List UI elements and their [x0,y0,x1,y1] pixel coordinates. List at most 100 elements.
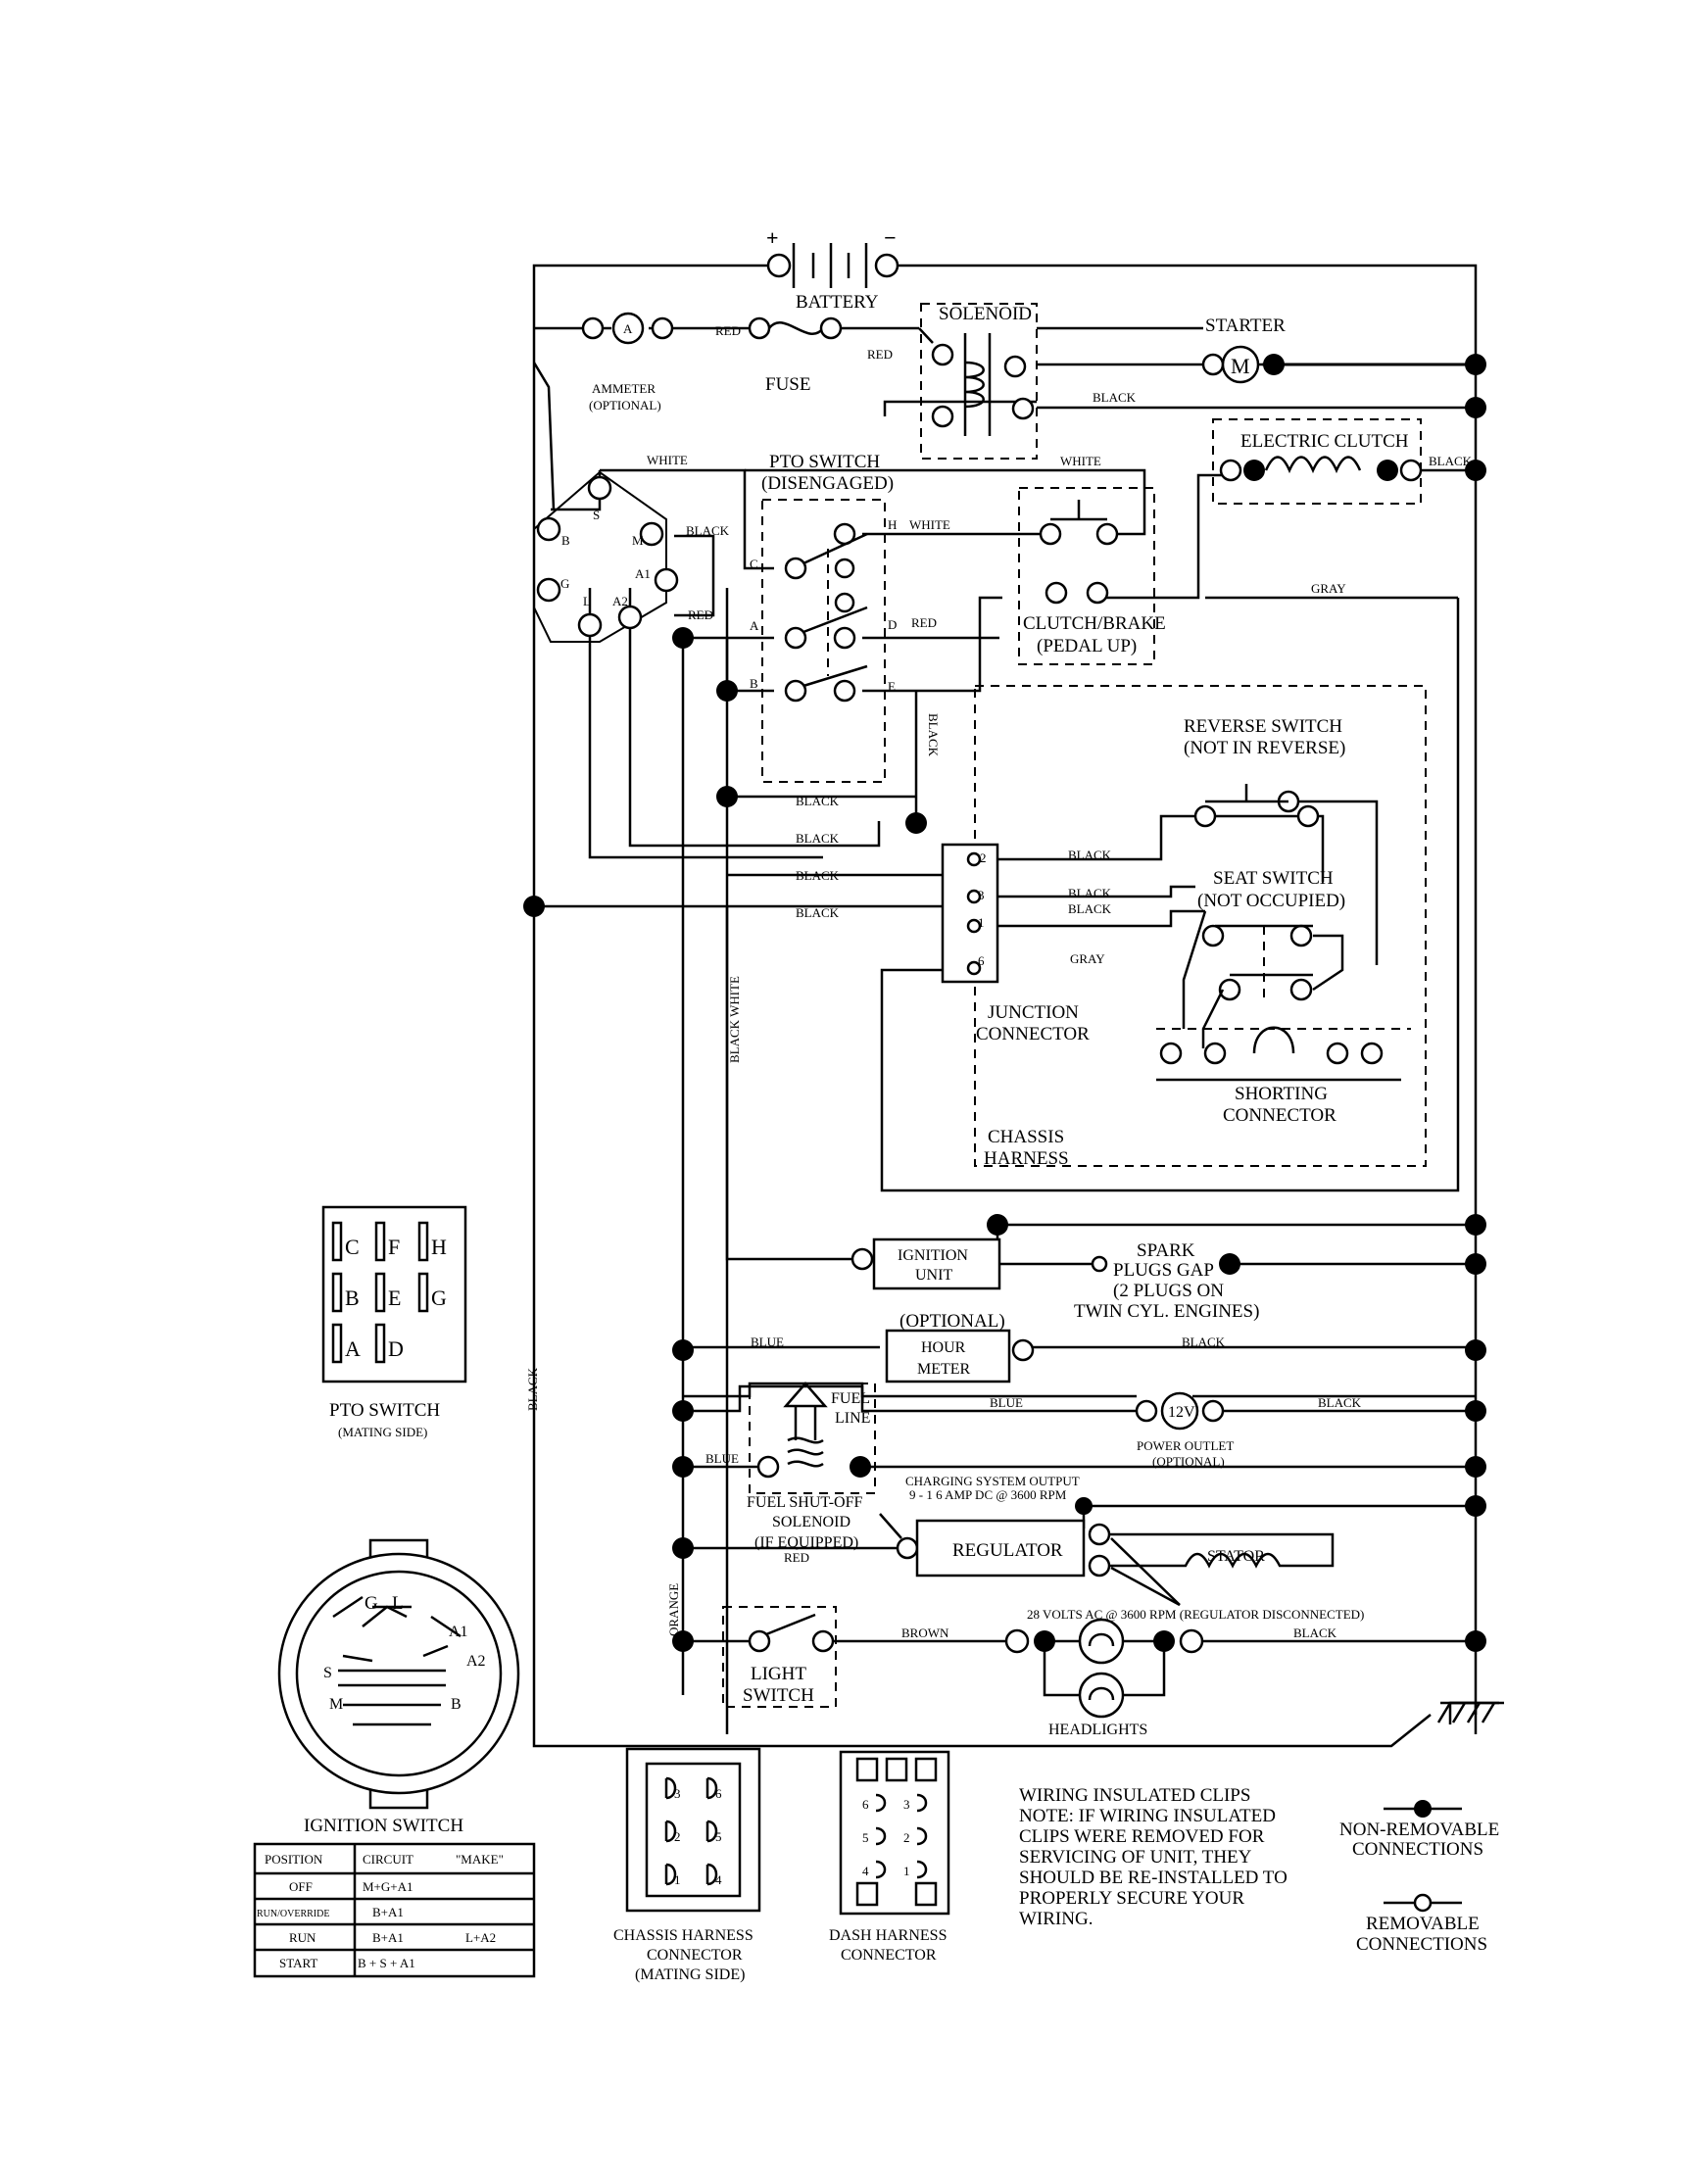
solenoid: SOLENOID [920,303,1038,460]
pto-mating-blade [374,1323,386,1364]
spark-label-4: TWIN CYL. ENGINES) [1074,1301,1259,1322]
junction-connector-label-1: JUNCTION [988,1002,1079,1023]
table-row: RUN B+A1 L+A2 [289,1930,496,1945]
wire-label-brown: BROWN [901,1626,949,1640]
headlights: HEADLIGHTS [1004,1618,1204,1738]
wire-label-white-2: WHITE [909,517,950,532]
chassis-pin-number: 6 [715,1786,722,1801]
wire-label-white-1: WHITE [647,453,688,467]
wire-label-gray-1: GRAY [1311,581,1346,596]
pto-mating-subtitle: (MATING SIDE) [338,1425,427,1439]
fuse: FUSE [748,316,843,395]
ign-face-m: M [329,1696,343,1713]
power-outlet: 12V POWER OUTLET (OPTIONAL) [1135,1391,1234,1469]
chassis-pin [705,1863,718,1886]
wire-label-black-4: BLACK [1068,848,1112,862]
regulator-label: REGULATOR [952,1540,1063,1561]
junction-connector-label-2: CONNECTOR [976,1024,1090,1044]
wire-label-black-7: BLACK [796,794,840,808]
hour-meter-label-1: HOUR [921,1339,966,1356]
wire-label-white-3: WHITE [1060,454,1101,468]
ign-row-circuit: B + S + A1 [358,1956,415,1970]
reverse-switch-label: REVERSE SWITCH [1184,716,1342,737]
wire-label-black-14: BLACK [525,1367,540,1411]
ign-row-position: START [279,1956,317,1970]
ign-face-l: L [392,1593,404,1614]
charging-output-label-2: 9 - 1 6 AMP DC @ 3600 RPM [909,1487,1067,1502]
ignition-switch-face: G L A1 S A2 M B IGNITION SWITCH [277,1538,520,1836]
starter: M STARTER [1201,315,1286,384]
wire-label-blue-1: BLUE [751,1335,784,1349]
hour-meter-label-2: METER [917,1361,971,1378]
clutch-brake-state: (PEDAL UP) [1037,636,1137,656]
wire-label-black-8: BLACK [796,831,840,846]
wire-label-black-5: BLACK [1068,886,1112,900]
power-outlet-label: POWER OUTLET [1137,1438,1234,1453]
chassis-pin-number: 2 [674,1829,681,1844]
wire-label-black-white: BLACK WHITE [727,976,742,1063]
note-line: NOTE: IF WIRING INSULATED [1019,1806,1276,1826]
dash-pin [875,1793,887,1813]
table-row: START B + S + A1 [279,1956,415,1970]
junction-pin-3: 3 [978,888,985,902]
legend-non-removable-1: NON-REMOVABLE [1339,1820,1499,1840]
pto-mating-letter: E [388,1286,401,1310]
wire-label-blue-3: BLUE [705,1451,739,1466]
ignition-unit-label-1: IGNITION [898,1247,968,1264]
starter-label: STARTER [1205,315,1286,336]
fuel-solenoid-label-3: (IF EQUIPPED) [754,1534,858,1551]
dash-pin [916,1826,928,1846]
junction-pin-6: 6 [978,953,985,968]
ign-face-g: G [364,1593,378,1614]
shorting-connector-label-1: SHORTING [1235,1084,1328,1104]
dash-pin [916,1860,928,1879]
wire-label-red-2: RED [867,347,893,362]
clutch-brake: CLUTCH/BRAKE (PEDAL UP) [1018,487,1166,665]
chassis-connector-title-2: CONNECTOR [647,1947,743,1964]
legend-removable-1: REMOVABLE [1366,1914,1480,1934]
dash-connector-title-2: CONNECTOR [841,1947,937,1964]
ign-table-header-circuit: CIRCUIT [363,1852,413,1867]
ign-term-l: L [583,594,591,608]
legend-non-removable-symbol [1414,1800,1432,1818]
pto-mating-blade [331,1272,343,1313]
light-switch: LIGHT SWITCH [722,1606,837,1708]
pto-term-e: E [888,679,896,694]
pto-switch: PTO SWITCH (DISENGAGED) C A B H D E [750,452,897,783]
pto-term-h: H [888,517,897,532]
fuel-shutoff-solenoid: FUEL LINE FUEL SHUT-OFF SOLENOID (IF EQU… [747,1382,876,1551]
ign-table-header-make: "MAKE" [456,1852,504,1867]
ign-face-b: B [451,1696,462,1713]
reverse-switch-state: (NOT IN REVERSE) [1184,738,1345,758]
wire-label-black-13: BLACK [1293,1626,1337,1640]
ignition-switch-title: IGNITION SWITCH [304,1816,463,1836]
ammeter-label: AMMETER [592,381,656,396]
pto-mating-letter: C [345,1235,360,1259]
hour-meter-optional: (OPTIONAL) [899,1311,1005,1332]
note-line: SHOULD BE RE-INSTALLED TO [1019,1868,1288,1888]
wire-label-black-12: BLACK [1318,1395,1362,1410]
fuel-line-label-2: LINE [835,1410,870,1427]
dash-pin-number: 5 [862,1830,869,1845]
chassis-pin [664,1863,677,1886]
wire-label-red-3: RED [688,607,713,622]
electric-clutch-label: ELECTRIC CLUTCH [1240,431,1409,452]
legend-non-removable-2: CONNECTIONS [1352,1839,1483,1860]
battery-minus-terminal [874,253,899,278]
ign-row-circuit: B+A1 [372,1930,404,1945]
ign-table-header-position: POSITION [265,1852,323,1867]
shorting-connector: SHORTING CONNECTOR [1156,1026,1411,1126]
pto-mating-title: PTO SWITCH [329,1400,440,1421]
pto-switch-state: (DISENGAGED) [761,473,894,494]
junction-pin-2: 2 [980,850,987,865]
ground-icon [1436,1701,1504,1723]
spark-label-2: PLUGS GAP [1113,1260,1214,1281]
wire-label-black-2: BLACK [1429,454,1473,468]
ign-row-position: OFF [289,1879,313,1894]
ign-term-s: S [593,508,600,522]
stator-label: STATOR [1207,1548,1265,1565]
light-switch-label-1: LIGHT [751,1664,806,1684]
legend-removable-2: CONNECTIONS [1356,1934,1487,1955]
ammeter-optional-label: (OPTIONAL) [589,398,661,413]
